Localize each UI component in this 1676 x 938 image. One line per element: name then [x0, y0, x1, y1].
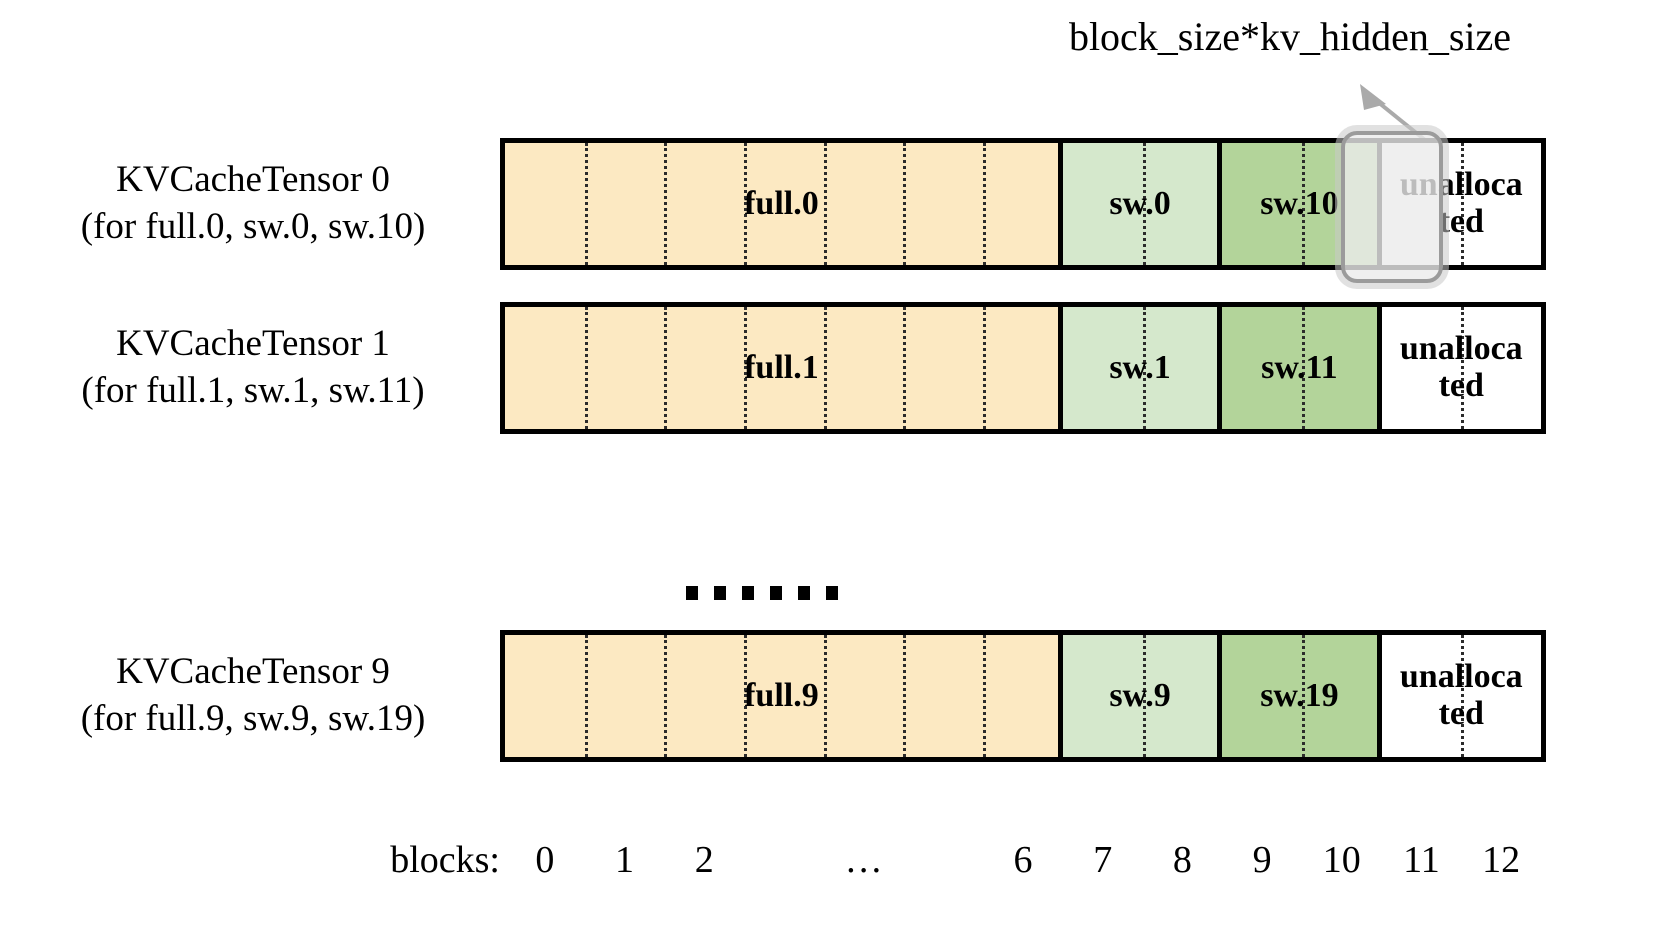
block-divider	[744, 307, 748, 429]
block-divider	[664, 635, 668, 757]
tensor-row-label-line2: (for full.0, sw.0, sw.10)	[80, 206, 426, 248]
block-divider	[1142, 635, 1146, 757]
tensor-segment-sw_low[interactable]: sw.9	[1062, 635, 1223, 757]
vertical-ellipsis	[686, 586, 838, 600]
axis-tick-6: 6	[1013, 839, 1033, 881]
tensor-segment-label: sw.10	[1260, 184, 1339, 222]
tensor-segment-label: full.9	[744, 676, 819, 714]
axis-tick-1: 1	[615, 839, 635, 881]
axis-tick-…: …	[844, 839, 883, 881]
block-divider	[983, 307, 987, 429]
tensor-segment-full[interactable]: full.1	[505, 307, 1063, 429]
tensor-row-label-line1: KVCacheTensor 0	[116, 159, 390, 200]
tensor-segment-label: full.1	[744, 348, 819, 386]
block-divider	[744, 143, 748, 265]
axis-tick-12: 12	[1482, 839, 1521, 881]
block-divider	[664, 143, 668, 265]
block-divider	[584, 143, 588, 265]
block-divider	[584, 635, 588, 757]
axis-title: blocks:	[390, 839, 500, 881]
tensor-row-label: KVCacheTensor 1 (for full.1, sw.1, sw.11)	[18, 320, 488, 415]
axis-tick-7: 7	[1093, 839, 1113, 881]
axis-tick-11: 11	[1403, 839, 1440, 881]
tensor-segment-full[interactable]: full.9	[505, 635, 1063, 757]
block-divider	[823, 307, 827, 429]
tensor-row-label: KVCacheTensor 9 (for full.9, sw.9, sw.19)	[18, 648, 488, 743]
block-divider	[1461, 307, 1465, 429]
tensor-row-label-line2: (for full.1, sw.1, sw.11)	[81, 370, 425, 412]
tensor-segment-label: sw.0	[1109, 184, 1171, 222]
tensor-segment-sw_low[interactable]: sw.0	[1062, 143, 1223, 265]
tensor-row-label-line2: (for full.9, sw.9, sw.19)	[80, 698, 426, 740]
block-divider	[983, 143, 987, 265]
tensor-segment-label: full.0	[744, 184, 819, 222]
annotation-label-block-size: block_size*kv_hidden_size	[1068, 14, 1512, 59]
tensor-segment-full[interactable]: full.0	[505, 143, 1063, 265]
block-divider	[823, 635, 827, 757]
block-divider	[1142, 307, 1146, 429]
block-divider	[664, 307, 668, 429]
axis-tick-2: 2	[694, 839, 714, 881]
block-divider	[584, 307, 588, 429]
axis-tick-0: 0	[535, 839, 555, 881]
highlight-block-outline[interactable]	[1341, 131, 1443, 283]
block-divider	[903, 143, 907, 265]
tensor-row-label-line1: KVCacheTensor 9	[116, 651, 390, 692]
axis-tick-8: 8	[1172, 839, 1192, 881]
block-divider	[744, 635, 748, 757]
block-divider	[983, 635, 987, 757]
axis-tick-9: 9	[1252, 839, 1272, 881]
tensor-segment-label: sw.11	[1261, 348, 1338, 386]
tensor-segment-label: sw.1	[1109, 348, 1171, 386]
block-divider	[1301, 307, 1305, 429]
tensor-row-label-line1: KVCacheTensor 1	[116, 323, 390, 364]
block-divider	[1301, 143, 1305, 265]
tensor-segment-sw_high[interactable]: sw.11	[1222, 307, 1382, 429]
block-divider	[903, 307, 907, 429]
block-divider	[1301, 635, 1305, 757]
block-divider	[1461, 143, 1465, 265]
tensor-segment-label: sw.19	[1260, 676, 1339, 714]
block-divider	[903, 635, 907, 757]
tensor-segment-sw_high[interactable]: sw.19	[1222, 635, 1382, 757]
block-divider	[1461, 635, 1465, 757]
tensor-row-label: KVCacheTensor 0 (for full.0, sw.0, sw.10)	[18, 156, 488, 251]
block-divider	[823, 143, 827, 265]
axis-tick-10: 10	[1322, 839, 1361, 881]
tensor-segment-label: sw.9	[1109, 676, 1171, 714]
tensor-segment-sw_low[interactable]: sw.1	[1062, 307, 1223, 429]
block-divider	[1142, 143, 1146, 265]
